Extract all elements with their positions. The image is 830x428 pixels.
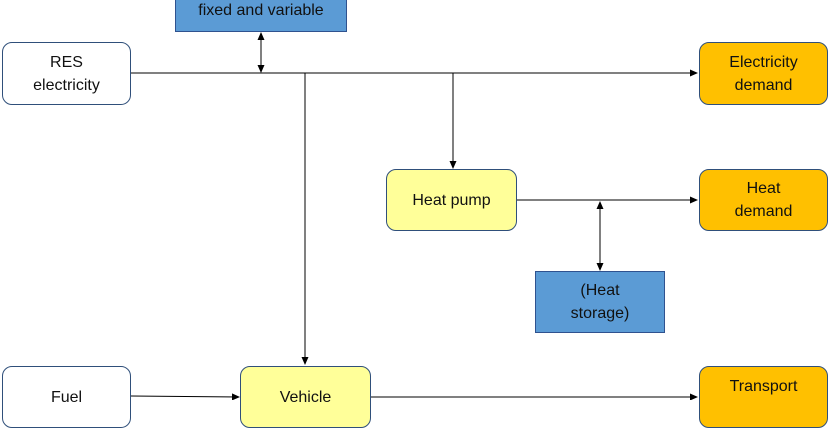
heat-storage-node: (Heat storage): [535, 271, 665, 333]
heat-demand-node: Heat demand: [699, 169, 828, 231]
fuel-to-vehicle-arrow: [130, 393, 240, 400]
heat-pump-node: Heat pump: [386, 169, 517, 231]
connections-layer: [130, 32, 698, 400]
res-electricity-node: RES electricity: [2, 42, 131, 105]
fuel-node: Fuel: [2, 366, 131, 428]
vehicle-node: Vehicle: [240, 366, 371, 428]
storage-node-top: fixed and variable: [175, 0, 347, 32]
electricity-demand-node: Electricity demand: [699, 42, 828, 105]
transport-node: Transport: [699, 366, 828, 428]
